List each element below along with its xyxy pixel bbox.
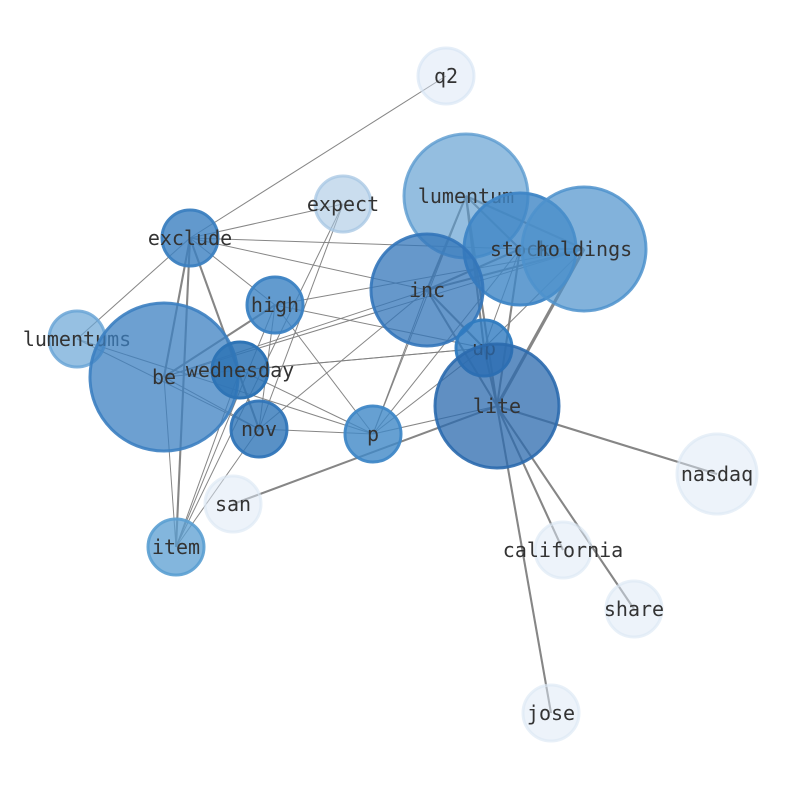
node-circle-expect xyxy=(313,174,373,234)
node-label-california: california xyxy=(503,538,623,562)
node-exclude: exclude xyxy=(148,208,232,268)
node-wednesday: wednesday xyxy=(186,340,294,400)
node-label-expect: expect xyxy=(307,192,379,216)
node-p: p xyxy=(343,404,403,464)
node-label-q2: q2 xyxy=(434,64,458,88)
edge-high-item xyxy=(175,304,276,548)
node-circle-san xyxy=(203,474,263,534)
node-nov: nov xyxy=(229,399,289,459)
node-high: high xyxy=(245,275,305,335)
node-label-p: p xyxy=(367,422,379,446)
node-label-jose: jose xyxy=(527,701,575,725)
node-circle-p xyxy=(343,404,403,464)
node-label-nasdaq: nasdaq xyxy=(681,462,753,486)
node-lite: lite xyxy=(433,342,561,470)
edge-wednesday-up xyxy=(239,347,485,371)
node-label-be: be xyxy=(152,365,176,389)
node-circle-high xyxy=(245,275,305,335)
node-q2: q2 xyxy=(416,46,476,106)
node-label-nov: nov xyxy=(241,417,277,441)
node-san: san xyxy=(203,474,263,534)
node-circle-nasdaq xyxy=(675,432,759,516)
node-jose: jose xyxy=(521,683,581,743)
node-circle-inc xyxy=(369,232,485,348)
node-circle-holdings xyxy=(520,185,648,313)
node-circle-jose xyxy=(521,683,581,743)
node-layer: q2lumentumexpectstockholdingsexcludeinch… xyxy=(23,46,759,743)
node-holdings: holdings xyxy=(520,185,648,313)
node-circle-lite xyxy=(433,342,561,470)
node-label-lite: lite xyxy=(473,394,521,418)
node-label-san: san xyxy=(215,492,251,516)
node-inc: inc xyxy=(369,232,485,348)
edge-q2-exclude xyxy=(189,75,447,239)
node-california: california xyxy=(503,520,623,580)
node-circle-california xyxy=(533,520,593,580)
node-label-high: high xyxy=(251,293,299,317)
node-label-share: share xyxy=(604,597,664,621)
node-circle-exclude xyxy=(160,208,220,268)
node-circle-share xyxy=(604,579,664,639)
node-expect: expect xyxy=(307,174,379,234)
node-nasdaq: nasdaq xyxy=(675,432,759,516)
node-label-inc: inc xyxy=(409,278,445,302)
node-label-exclude: exclude xyxy=(148,226,232,250)
node-share: share xyxy=(604,579,664,639)
node-circle-q2 xyxy=(416,46,476,106)
node-label-holdings: holdings xyxy=(536,237,632,261)
node-item: item xyxy=(146,517,206,577)
node-circle-nov xyxy=(229,399,289,459)
node-circle-item xyxy=(146,517,206,577)
node-label-wednesday: wednesday xyxy=(186,358,294,382)
node-circle-wednesday xyxy=(210,340,270,400)
node-label-item: item xyxy=(152,535,200,559)
